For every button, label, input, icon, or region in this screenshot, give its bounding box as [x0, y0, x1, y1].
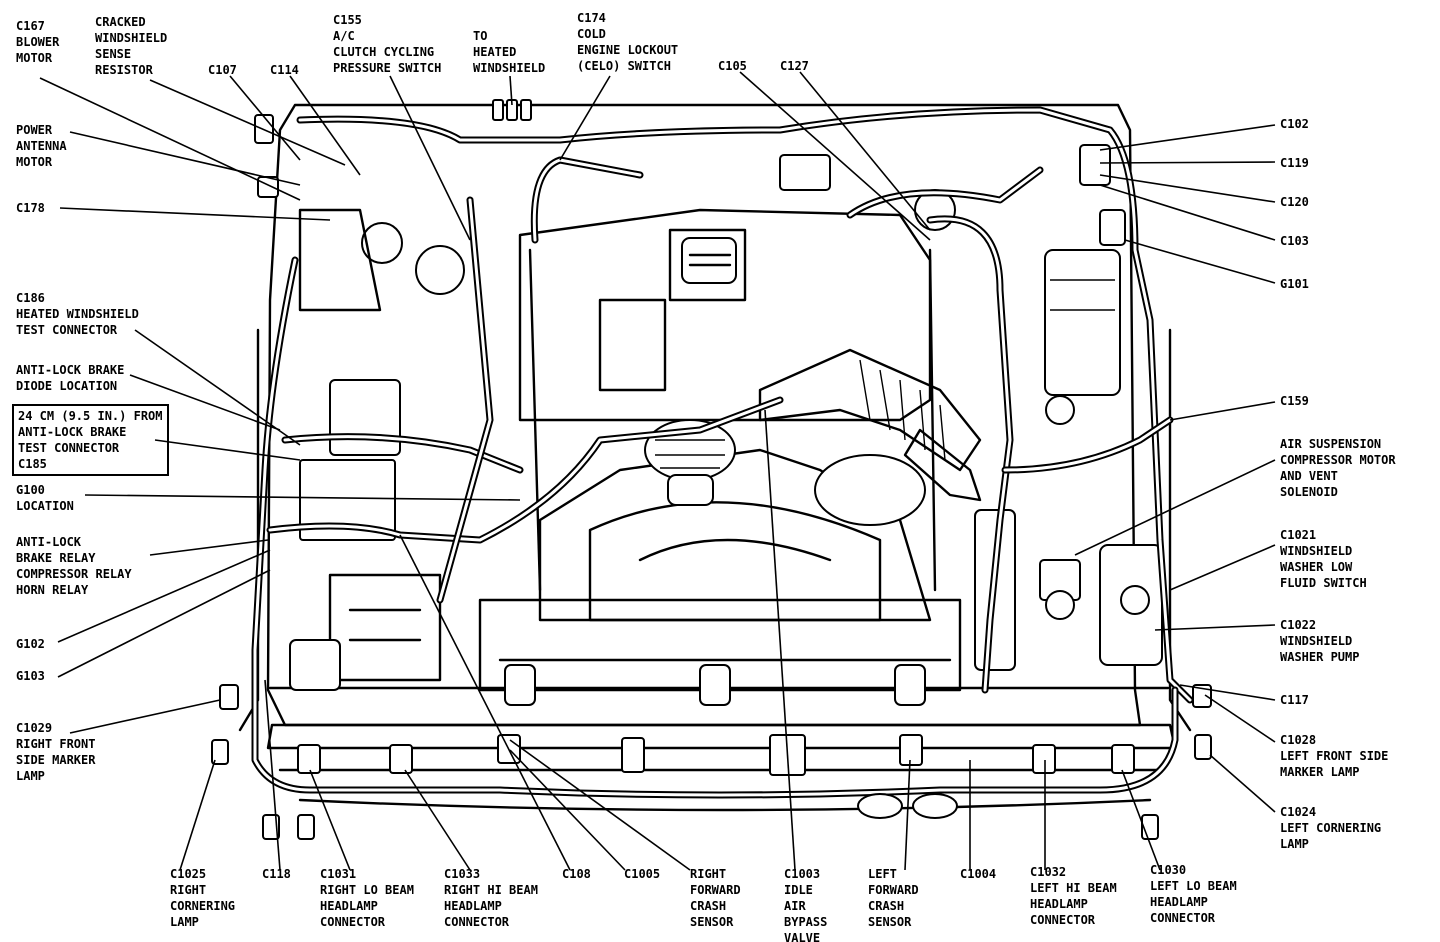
label-c1022-washer-pump: C1022 WINDSHIELD WASHER PUMP — [1280, 618, 1360, 664]
left-components — [289, 208, 465, 691]
label-c103: C103 — [1280, 234, 1309, 248]
label-air-suspension: AIR SUSPENSION COMPRESSOR MOTOR AND VENT… — [1280, 437, 1396, 499]
label-c117: C117 — [1280, 693, 1309, 707]
engine-block — [478, 208, 962, 706]
label-c1024-cornering: C1024 LEFT CORNERING LAMP — [1280, 805, 1382, 851]
label-c127: C127 — [780, 59, 809, 73]
label-g101: G101 — [1280, 277, 1309, 291]
label-c1029-side-marker: C1029 RIGHT FRONT SIDE MARKER LAMP — [16, 721, 96, 783]
air-intake-duct — [758, 348, 982, 502]
label-antilock-relay: ANTI-LOCK BRAKE RELAY COMPRESSOR RELAY H… — [16, 535, 132, 597]
right-components — [779, 154, 1163, 671]
distributor — [644, 419, 736, 506]
label-c107: C107 — [208, 63, 237, 77]
label-c1033-hi-beam: C1033 RIGHT HI BEAM HEADLAMP CONNECTOR — [444, 867, 538, 929]
label-c1021-washer-switch: C1021 WINDSHIELD WASHER LOW FLUID SWITCH — [1280, 528, 1367, 590]
label-c1025-cornering: C1025 RIGHT CORNERING LAMP — [170, 867, 236, 929]
label-c1028-side-marker: C1028 LEFT FRONT SIDE MARKER LAMP — [1280, 733, 1389, 779]
label-c105: C105 — [718, 59, 747, 73]
label-c120: C120 — [1280, 195, 1309, 209]
label-left-crash-sensor: LEFT FORWARD CRASH SENSOR — [868, 867, 919, 929]
label-c1031-lo-beam: C1031 RIGHT LO BEAM HEADLAMP CONNECTOR — [320, 867, 414, 929]
label-c186-test-connector: C186 HEATED WINDSHIELD TEST CONNECTOR — [16, 291, 139, 337]
label-g102: G102 — [16, 637, 45, 651]
label-cracked-windshield-resistor: CRACKED WINDSHIELD SENSE RESISTOR — [95, 15, 168, 77]
top-connectors — [254, 99, 1126, 246]
label-c1005: C1005 — [624, 867, 661, 881]
label-c1032-hi-beam: C1032 LEFT HI BEAM HEADLAMP CONNECTOR — [1030, 865, 1117, 927]
label-right-crash-sensor: RIGHT FORWARD CRASH SENSOR — [690, 867, 741, 929]
label-c159: C159 — [1280, 394, 1309, 408]
label-c108: C108 — [562, 867, 591, 881]
label-c1004: C1004 — [960, 867, 997, 881]
label-c1030-lo-beam: C1030 LEFT LO BEAM HEADLAMP CONNECTOR — [1150, 863, 1237, 925]
front-connectors — [211, 684, 1212, 840]
label-c178: C178 — [16, 201, 45, 215]
label-c167-blower-motor: C167 BLOWER MOTOR — [16, 19, 60, 65]
label-c102: C102 — [1280, 117, 1309, 131]
label-power-antenna-motor: POWER ANTENNA MOTOR — [16, 123, 67, 169]
leader-lines — [39, 71, 1276, 871]
label-c119: C119 — [1280, 156, 1309, 170]
label-c155-ac-clutch: C155 A/C CLUTCH CYCLING PRESSURE SWITCH — [333, 13, 442, 75]
label-g100-location: G100 LOCATION — [16, 483, 74, 513]
label-note-box: 24 CM (9.5 IN.) FROM ANTI-LOCK BRAKE TES… — [12, 404, 169, 476]
label-antilock-diode: ANTI-LOCK BRAKE DIODE LOCATION — [16, 363, 125, 393]
label-c114: C114 — [270, 63, 299, 77]
label-to-heated-windshield: TO HEATED WINDSHIELD — [473, 29, 546, 75]
label-g103: G103 — [16, 669, 45, 683]
label-c118: C118 — [262, 867, 291, 881]
label-c174-celo-switch: C174 COLD ENGINE LOCKOUT (CELO) SWITCH — [577, 11, 679, 73]
label-c1003-iab-valve: C1003 IDLE AIR BYPASS VALVE — [784, 867, 828, 942]
